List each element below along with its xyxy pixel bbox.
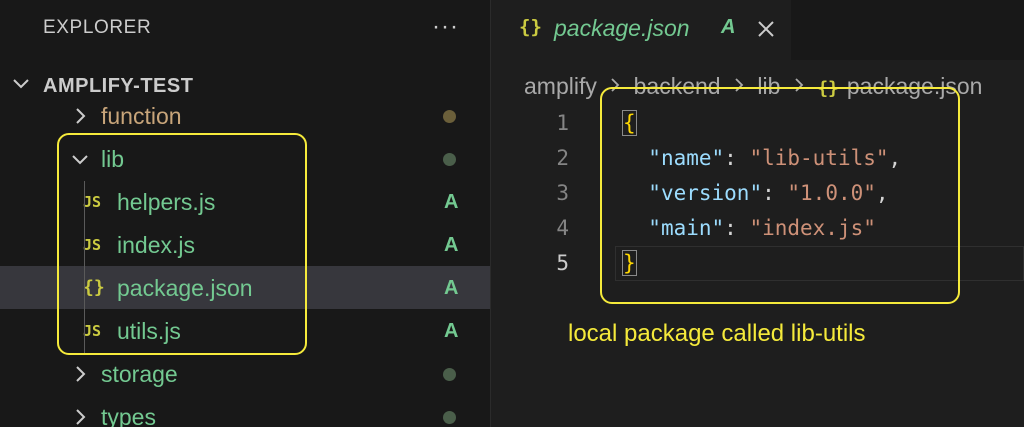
code-token-brace: }	[622, 250, 637, 276]
tree-item-label: storage	[101, 361, 178, 387]
git-added-badge: A	[444, 191, 459, 213]
folder-row-lib[interactable]: lib	[0, 137, 490, 180]
git-status-dot-icon	[443, 110, 456, 123]
code-line: 2 "name": "lib-utils",	[491, 141, 1024, 176]
annotation-highlight-lib	[57, 133, 307, 355]
code-line: 3 "version": "1.0.0",	[491, 176, 1024, 211]
json-file-icon: {}	[83, 277, 105, 298]
code-line: 1{	[491, 106, 1024, 141]
git-added-badge: A	[444, 320, 459, 342]
project-root[interactable]: AMPLIFY-TEST	[0, 70, 490, 102]
line-code: {	[622, 106, 637, 141]
git-status-dot-icon	[443, 411, 456, 424]
file-row-helpers-js[interactable]: JS helpers.js A	[0, 180, 490, 223]
tab-package-json[interactable]: {} package.json A	[491, 0, 791, 60]
tree-item-label: helpers.js	[117, 189, 216, 215]
tree-item-label: utils.js	[117, 318, 181, 344]
code-token-punct: :	[724, 216, 750, 240]
chevron-right-icon	[733, 73, 745, 100]
line-number: 2	[556, 146, 569, 170]
code-editor[interactable]: 1{2 "name": "lib-utils",3 "version": "1.…	[491, 106, 1024, 286]
line-number: 5	[556, 251, 569, 275]
git-added-badge: A	[444, 234, 459, 256]
js-file-icon: JS	[83, 322, 102, 340]
annotation-text: local package called lib-utils	[568, 320, 866, 347]
code-token-punct: ,	[875, 181, 889, 205]
chevron-right-icon	[70, 364, 90, 389]
breadcrumb-package-json-label: package.json	[846, 73, 983, 100]
code-token-str: "lib-utils"	[749, 146, 889, 170]
code-line: 5}	[491, 246, 1024, 281]
file-row-index-js[interactable]: JS index.js A	[0, 223, 490, 266]
breadcrumb: amplify backend lib {}package.json	[524, 72, 1024, 102]
line-number: 1	[556, 111, 569, 135]
explorer-title: EXPLORER	[43, 17, 152, 38]
line-code: "name": "lib-utils",	[623, 141, 901, 176]
code-line: 4 "main": "index.js"	[491, 211, 1024, 246]
git-status-dot-icon	[443, 368, 456, 381]
line-code: "version": "1.0.0",	[623, 176, 889, 211]
chevron-right-icon	[793, 73, 805, 100]
chevron-down-icon	[10, 72, 32, 99]
annotation-highlight-code	[600, 87, 960, 304]
chevron-down-icon	[70, 149, 90, 174]
code-token-key: "version"	[648, 181, 763, 205]
chevron-right-icon	[609, 73, 621, 100]
tree-item-label: index.js	[117, 232, 195, 258]
code-token-punct: ,	[888, 146, 902, 170]
code-token-punct: :	[762, 181, 788, 205]
project-name: AMPLIFY-TEST	[43, 75, 194, 97]
file-row-package-json[interactable]: {} package.json A	[0, 266, 490, 309]
code-token-str: "index.js"	[749, 216, 876, 240]
js-file-icon: JS	[83, 193, 102, 211]
breadcrumb-backend[interactable]: backend	[633, 73, 721, 100]
tree-item-label: lib	[101, 146, 125, 172]
chevron-right-icon	[70, 407, 90, 427]
tab-label: package.json	[554, 15, 690, 41]
line-number: 3	[556, 181, 569, 205]
close-icon[interactable]	[756, 19, 776, 44]
line-code: "main": "index.js"	[623, 211, 876, 246]
breadcrumb-lib[interactable]: lib	[757, 73, 781, 100]
line-number: 4	[556, 216, 569, 240]
code-token-key: "main"	[648, 216, 725, 240]
code-token-key: "name"	[648, 146, 725, 170]
breadcrumb-package-json[interactable]: {}package.json	[817, 73, 982, 100]
breadcrumb-amplify[interactable]: amplify	[524, 73, 597, 100]
code-token-str: "1.0.0"	[787, 181, 876, 205]
tab-status-badge: A	[721, 16, 736, 38]
chevron-right-icon	[70, 106, 90, 131]
tab-strip: {} package.json A	[491, 0, 1024, 60]
code-token-punct: :	[724, 146, 750, 170]
code-token-brace: {	[622, 110, 637, 136]
more-actions-icon[interactable]: ···	[432, 13, 459, 40]
folder-row-types[interactable]: types	[0, 395, 490, 427]
tree-item-label: package.json	[117, 275, 253, 301]
js-file-icon: JS	[83, 236, 102, 254]
git-status-dot-icon	[443, 153, 456, 166]
json-file-icon: {}	[519, 16, 542, 38]
tree-item-label: function	[101, 103, 182, 129]
folder-row-function[interactable]: function	[0, 94, 490, 137]
folder-row-storage[interactable]: storage	[0, 352, 490, 395]
file-row-utils-js[interactable]: JS utils.js A	[0, 309, 490, 352]
line-code: }	[622, 246, 637, 281]
tree-item-label: types	[101, 404, 156, 427]
indent-guide	[84, 181, 85, 353]
git-added-badge: A	[444, 277, 459, 299]
